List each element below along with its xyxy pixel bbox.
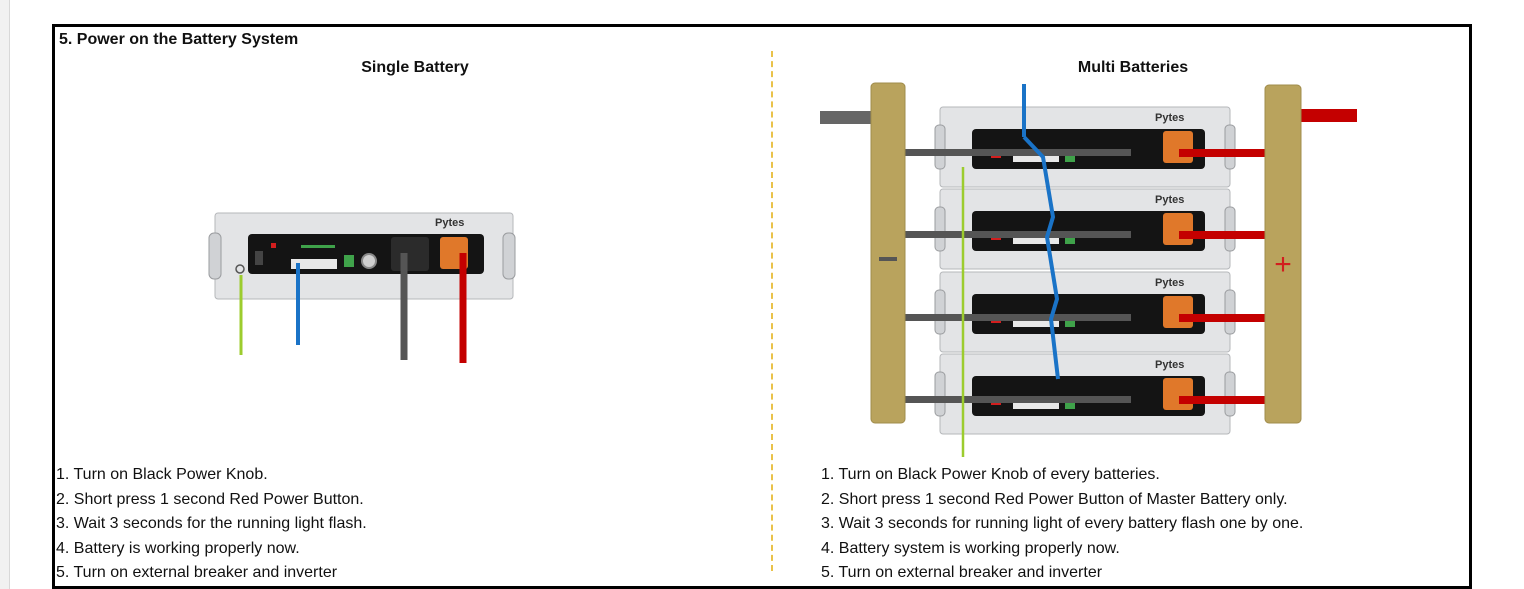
single-battery-title: Single Battery [361, 59, 469, 76]
multi-batteries-title: Multi Batteries [1077, 59, 1189, 76]
single-step: 5. Turn on external breaker and inverter [56, 564, 338, 581]
stacked-positive-cable [1179, 314, 1267, 322]
multi-step: 1. Turn on Black Power Knob of every bat… [821, 466, 1160, 483]
stacked-negative-cable [905, 231, 1131, 238]
positive-busbar-label: + [1274, 248, 1292, 281]
single-battery-diagram: Pytes [208, 212, 516, 363]
multi-comm-daisy-chain [1022, 135, 1060, 380]
stacked-battery-logo: Pytes [1155, 277, 1184, 289]
section-title: 5. Power on the Battery System [59, 31, 299, 48]
stacked-positive-cable [1179, 231, 1267, 239]
stacked-positive-cable [1179, 149, 1267, 157]
stacked-battery-unit: Pytes [905, 353, 1267, 435]
column-divider [771, 51, 773, 571]
stacked-battery-logo: Pytes [1155, 112, 1184, 124]
battery-logo: Pytes [435, 217, 464, 229]
negative-busbar-label [879, 257, 897, 261]
single-battery-steps: 1. Turn on Black Power Knob. 2. Short pr… [56, 463, 367, 586]
stacked-negative-cable [905, 314, 1131, 321]
multi-step: 5. Turn on external breaker and inverter [821, 564, 1103, 581]
positive-busbar [1264, 84, 1302, 424]
single-step: 2. Short press 1 second Red Power Button… [56, 490, 364, 508]
multi-batteries-steps: 1. Turn on Black Power Knob of every bat… [821, 463, 1303, 586]
stacked-battery-unit: Pytes [905, 188, 1267, 270]
positive-main-cable [1299, 109, 1357, 122]
multi-step: 4. Battery system is working properly no… [821, 539, 1120, 557]
stacked-battery-logo: Pytes [1155, 359, 1184, 371]
stacked-negative-cable [905, 149, 1131, 156]
single-step: 3. Wait 3 seconds for the running light … [56, 515, 367, 532]
stacked-battery-unit: Pytes [905, 271, 1267, 353]
left-margin-bar [0, 0, 10, 589]
stacked-battery-unit: Pytes [905, 106, 1267, 188]
stacked-battery-logo: Pytes [1155, 194, 1184, 206]
negative-busbar [870, 82, 906, 424]
single-step: 1. Turn on Black Power Knob. [56, 466, 268, 483]
single-step: 4. Battery is working properly now. [56, 539, 300, 557]
stacked-positive-cable [1179, 396, 1267, 404]
instruction-frame: 5. Power on the Battery System Single Ba… [52, 24, 1472, 589]
multi-step: 3. Wait 3 seconds for running light of e… [821, 515, 1304, 532]
stacked-negative-cable [905, 396, 1131, 403]
negative-main-cable [820, 111, 876, 124]
multi-step: 2. Short press 1 second Red Power Button… [821, 490, 1288, 508]
